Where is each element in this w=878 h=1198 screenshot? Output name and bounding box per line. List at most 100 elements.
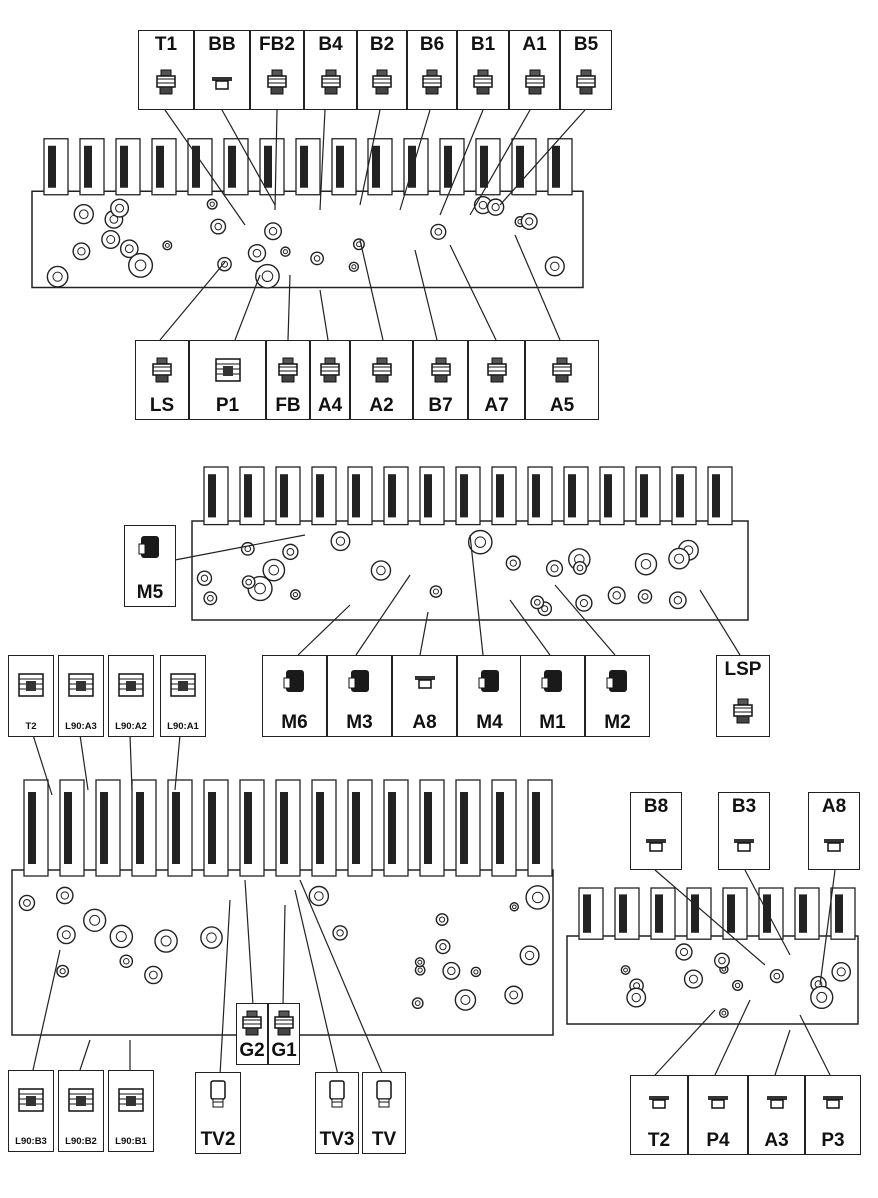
port-label: G1 (271, 1040, 297, 1061)
plug-icon (734, 839, 754, 852)
sensor-icon (210, 1080, 226, 1108)
plug-icon (414, 676, 435, 689)
port-label: T1 (154, 34, 178, 55)
valve-block-lower-right (566, 887, 859, 1025)
sensor-black-icon (138, 536, 159, 558)
port-label: B6 (419, 34, 445, 55)
port-box-p4-right: P4 (688, 1075, 748, 1155)
plug-icon (766, 1096, 787, 1109)
sensor-black-icon (283, 670, 304, 692)
port-label: A2 (369, 395, 394, 416)
plug-icon (823, 1096, 843, 1109)
port-label: B2 (369, 34, 395, 55)
port-box-b7: B7 (413, 340, 468, 420)
valve-block-lower-left (11, 779, 554, 1036)
port-box-a2: A2 (350, 340, 413, 420)
plug-icon (212, 77, 232, 90)
port-box-tv3: TV3 (315, 1072, 359, 1154)
port-label: A3 (764, 1130, 789, 1151)
port-label: P1 (215, 395, 240, 416)
fitting-large-icon (118, 673, 144, 697)
port-label: A8 (821, 796, 847, 817)
port-box-lsp: LSP (716, 655, 770, 737)
sensor-black-icon (606, 670, 627, 692)
fitting-large-icon (118, 1088, 144, 1112)
port-label: LSP (724, 659, 762, 680)
fitting-icon (274, 1010, 294, 1036)
port-label: B8 (643, 796, 669, 817)
fitting-large-icon (68, 1088, 94, 1112)
plug-icon (708, 1096, 728, 1109)
fitting-large-icon (214, 358, 241, 382)
port-box-b5: B5 (560, 30, 612, 110)
port-box-a8: A8 (392, 655, 457, 737)
port-box-l90-a1: L90:A1 (160, 655, 206, 737)
port-box-m1: M1 (520, 655, 585, 737)
fitting-icon (524, 69, 545, 95)
port-label: A4 (317, 395, 343, 416)
port-label: TV (371, 1129, 397, 1150)
fitting-icon (576, 69, 596, 95)
port-box-a4: A4 (310, 340, 350, 420)
port-label: M6 (281, 712, 308, 733)
port-label: P3 (821, 1130, 845, 1151)
port-label: M4 (476, 712, 503, 733)
port-box-m6: M6 (262, 655, 327, 737)
fitting-icon (278, 357, 298, 383)
port-box-m2: M2 (585, 655, 650, 737)
port-box-m4: M4 (457, 655, 522, 737)
fitting-icon (486, 357, 507, 383)
port-label: L90:B3 (15, 1136, 47, 1147)
port-label: P4 (706, 1130, 730, 1151)
fitting-icon (372, 69, 392, 95)
valve-block-top (31, 138, 584, 289)
port-box-p1: P1 (189, 340, 266, 420)
fitting-icon (733, 698, 753, 724)
port-label: G2 (239, 1040, 265, 1061)
port-box-b8-right: B8 (630, 792, 682, 870)
port-label: B5 (573, 34, 599, 55)
port-box-p3-right: P3 (805, 1075, 861, 1155)
port-label: FB2 (259, 34, 295, 55)
fitting-icon (152, 357, 172, 383)
port-label: A5 (549, 395, 575, 416)
port-box-t2: T2 (8, 655, 54, 737)
port-box-l90-b2: L90:B2 (58, 1070, 104, 1152)
port-box-b3-right: B3 (718, 792, 770, 870)
port-box-l90-a2: L90:A2 (108, 655, 154, 737)
valve-block-middle (191, 466, 749, 621)
port-box-ls: LS (135, 340, 189, 420)
port-box-a1: A1 (509, 30, 560, 110)
fitting-icon (320, 357, 340, 383)
fitting-icon (267, 69, 287, 95)
port-label: M5 (136, 582, 164, 603)
port-label: L90:A3 (65, 721, 97, 732)
fitting-icon (430, 357, 451, 383)
port-label: T2 (25, 721, 37, 732)
sensor-black-icon (478, 670, 499, 692)
port-label: M3 (346, 712, 373, 733)
port-box-a3-right: A3 (748, 1075, 805, 1155)
fitting-icon (320, 69, 341, 95)
fitting-large-icon (18, 1088, 44, 1112)
port-label: B4 (318, 34, 343, 55)
port-box-b2: B2 (357, 30, 407, 110)
fitting-large-icon (68, 673, 94, 697)
port-label: FB (275, 395, 301, 416)
port-label: B1 (470, 34, 496, 55)
port-box-b1: B1 (457, 30, 509, 110)
port-label: L90:B2 (65, 1136, 97, 1147)
port-box-b6: B6 (407, 30, 457, 110)
sensor-black-icon (348, 670, 369, 692)
port-label: B7 (428, 395, 453, 416)
port-label: BB (208, 34, 236, 55)
port-box-a5: A5 (525, 340, 599, 420)
port-box-fb2: FB2 (250, 30, 304, 110)
port-label: M2 (604, 712, 631, 733)
fitting-icon (156, 69, 176, 95)
port-box-fb: FB (266, 340, 310, 420)
port-label: A1 (522, 34, 547, 55)
sensor-icon (376, 1080, 392, 1108)
port-box-t2-right: T2 (630, 1075, 688, 1155)
